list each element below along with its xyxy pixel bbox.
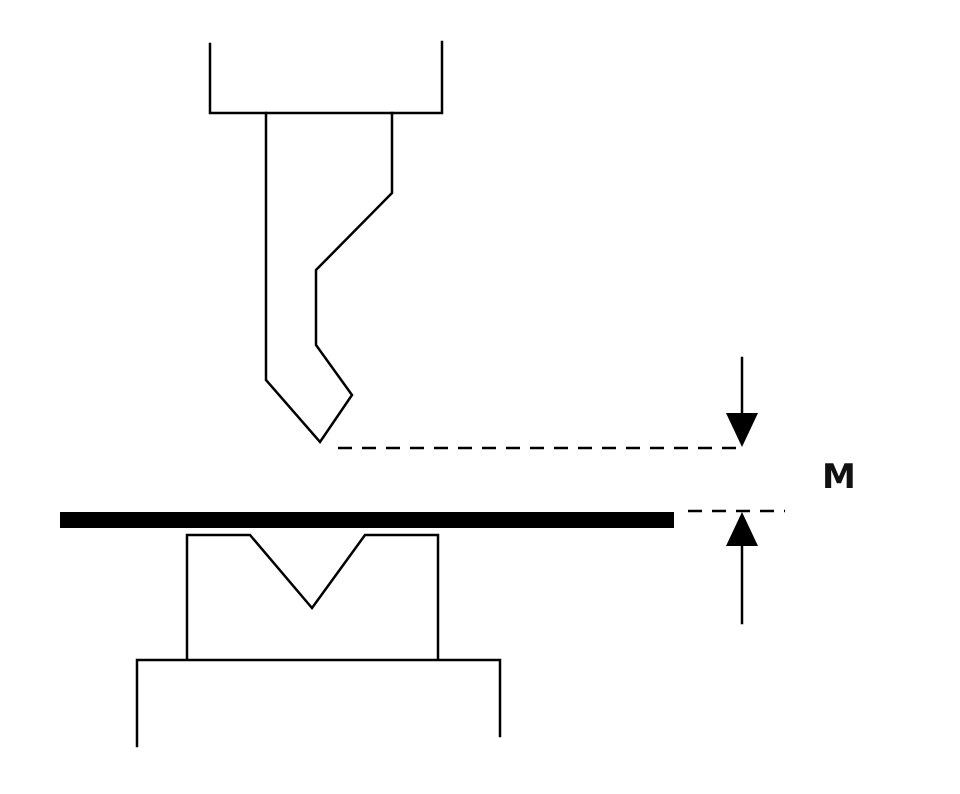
sheet-metal bbox=[60, 512, 674, 528]
dimension-label-m: M bbox=[822, 457, 856, 497]
dimension-arrow-bottom bbox=[726, 512, 758, 625]
v-die bbox=[185, 533, 440, 661]
lower-beam bbox=[135, 658, 502, 748]
dimension-arrow-top bbox=[726, 356, 758, 447]
dimension-lines bbox=[338, 446, 785, 513]
upper-beam bbox=[208, 40, 444, 115]
punch-tool bbox=[264, 111, 394, 445]
